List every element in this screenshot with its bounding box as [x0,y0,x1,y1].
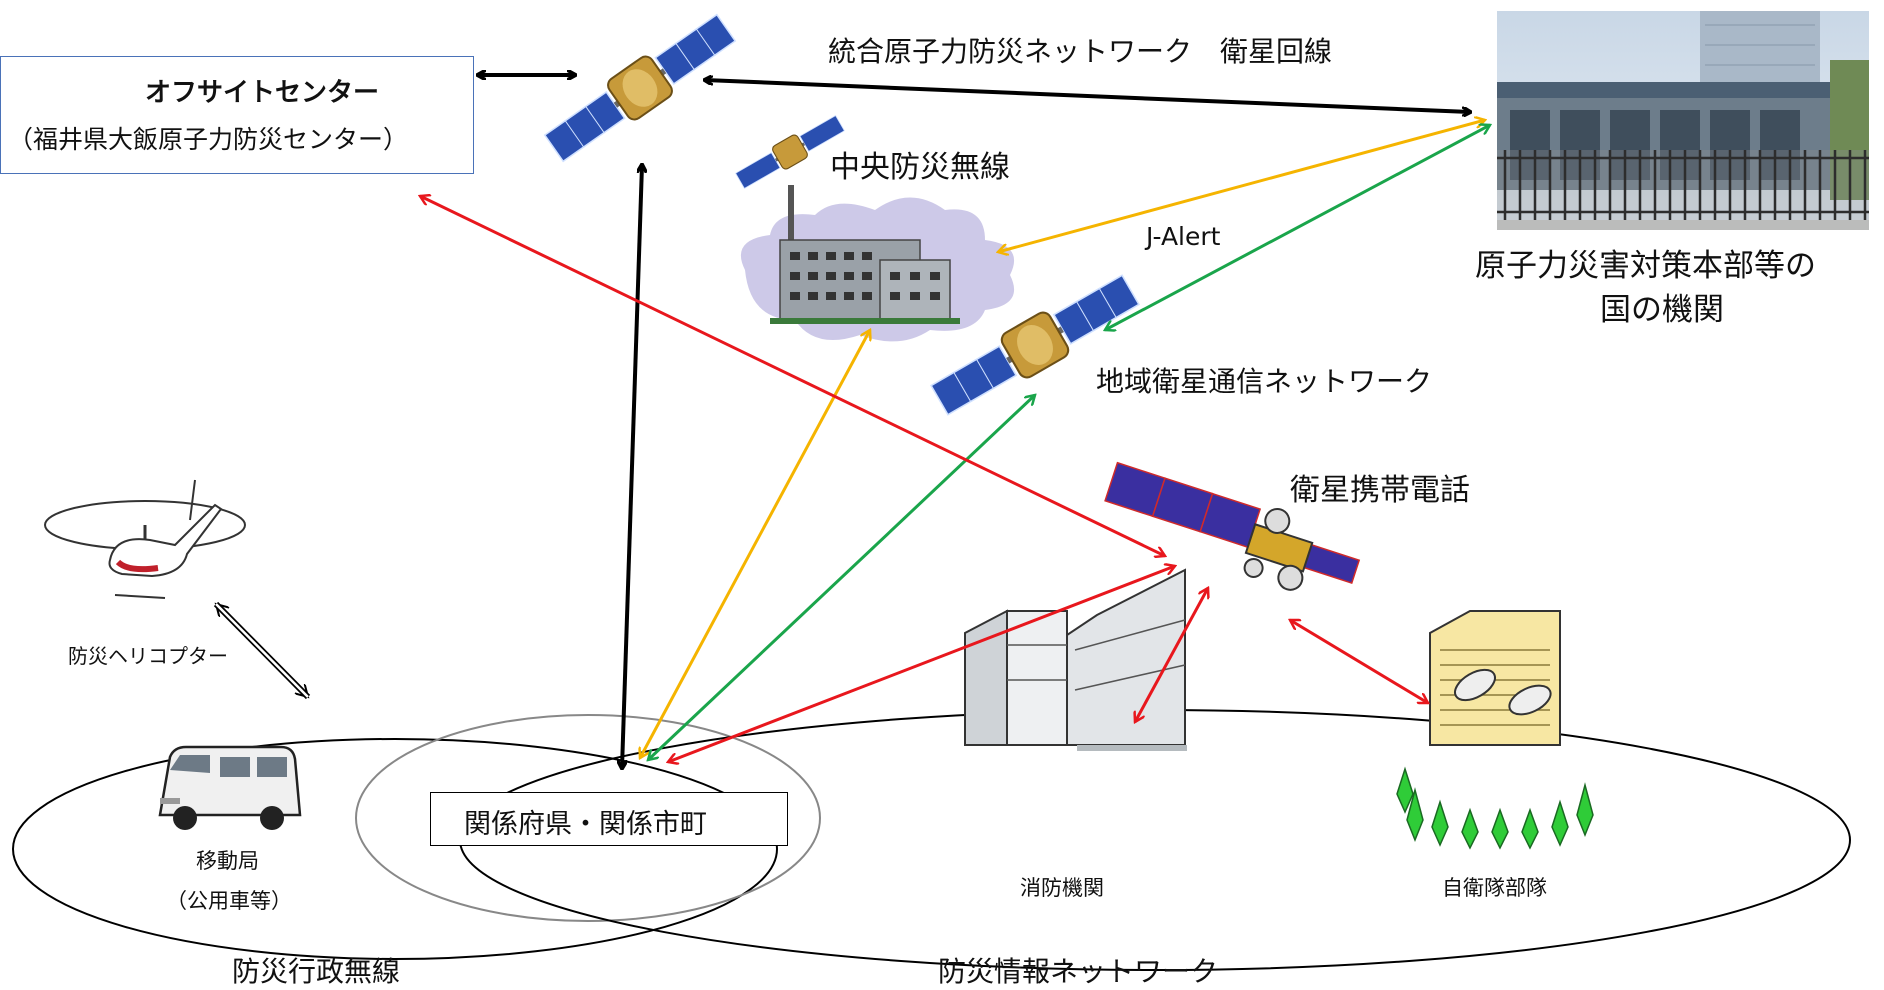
satellite-icon [543,13,737,163]
regional-label: 地域衛星通信ネットワーク [1096,365,1433,398]
arrow-satellite-prefecture [622,165,642,768]
arrow-satellite-national [705,80,1470,112]
mobile-label-line1: 移動局 [196,849,259,873]
jalert-label: J-Alert [1146,222,1221,251]
mobile-van-icon [158,745,302,830]
arrow-satphone-prefecture [668,566,1175,762]
government-building-photo [1497,11,1869,230]
sdf-label: 自衛隊部隊 [1442,876,1547,900]
offsite-label-line1: オフサイトセンター [145,78,380,108]
satellite-icon [735,114,845,190]
mobile-label-line2: （公用車等） [166,889,292,913]
satellite-line-label: 統合原子力防災ネットワーク 衛星回線 [828,35,1333,68]
central-label: 中央防災無線 [830,150,1010,185]
arrow-helicopter-mobile [213,601,311,700]
admin-radio-label: 防災行政無線 [232,955,401,988]
offsite-label-line2: （福井県大飯原子力防災センター） [8,125,409,154]
info-network-label: 防災情報ネットワーク [938,955,1219,988]
arrow-offsite-satphone [420,196,1165,556]
sdf-unit-icon [1396,610,1594,850]
arrow-satphone-sdf [1290,618,1428,705]
admin-radio-ellipse [12,738,778,960]
prefecture-label: 関係府県・関係市町 [464,809,707,840]
offsite-center-box [0,56,474,174]
helicopter-label: 防災ヘリコプター [68,644,228,668]
arrow-satphone-fire [1135,588,1208,722]
central-building-icon [740,185,1015,342]
sat-phone-label: 衛星携帯電話 [1290,473,1470,508]
prefecture-box [430,792,788,846]
arrow-central-prefecture [640,330,870,758]
arrow-national-central [998,120,1485,252]
fire-label: 消防機関 [1020,876,1104,900]
helicopter-icon [44,479,246,599]
prefecture-ellipse [355,714,821,922]
national-label-line2: 国の機関 [1600,292,1724,328]
arrow-national-regional [1105,125,1490,330]
national-label-line1: 原子力災害対策本部等の [1475,248,1816,284]
fire-department-icon [964,568,1187,751]
